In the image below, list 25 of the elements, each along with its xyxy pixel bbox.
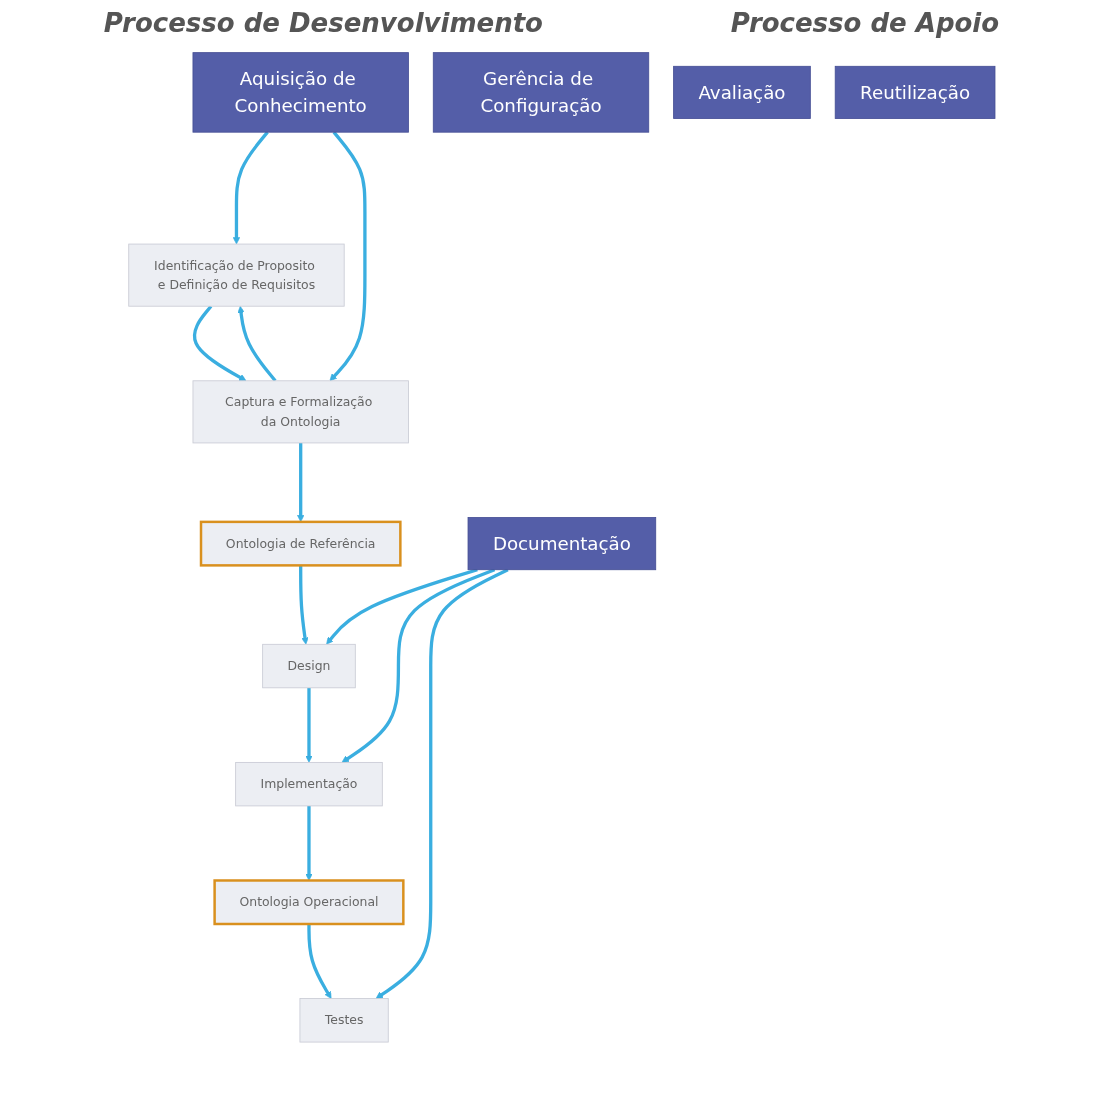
- arrow: [237, 305, 277, 382]
- node-box: Ontologia Operacional: [213, 879, 405, 926]
- node-box: Testes: [299, 998, 389, 1043]
- node-box: Reutilização: [834, 65, 996, 119]
- node-box: Gerência de Configuração: [432, 52, 650, 133]
- arrow: [232, 131, 269, 245]
- arrow: [329, 131, 367, 382]
- node-box: Avaliação: [673, 65, 811, 119]
- arrow: [341, 568, 496, 763]
- arrow: [305, 805, 313, 881]
- section-heading: Processo de Desenvolvimento: [103, 8, 543, 38]
- node-box: Documentação: [467, 517, 657, 571]
- arrow: [307, 924, 332, 999]
- arrow: [305, 687, 313, 763]
- node-box: Implementação: [235, 762, 383, 807]
- node-box: Design: [262, 643, 356, 689]
- arrow: [192, 305, 247, 382]
- node-box: Captura e Formalização da Ontologia: [192, 380, 409, 444]
- node-box: Identificação de Proposito e Definição de Requisitos: [128, 243, 345, 307]
- arrow: [299, 565, 309, 645]
- node-box: Aquisição de Conhecimento: [192, 52, 409, 133]
- node-box: Ontologia de Referência: [199, 520, 402, 567]
- arrow: [375, 568, 509, 999]
- arrow: [326, 568, 478, 645]
- section-heading: Processo de Apoio: [730, 8, 1000, 38]
